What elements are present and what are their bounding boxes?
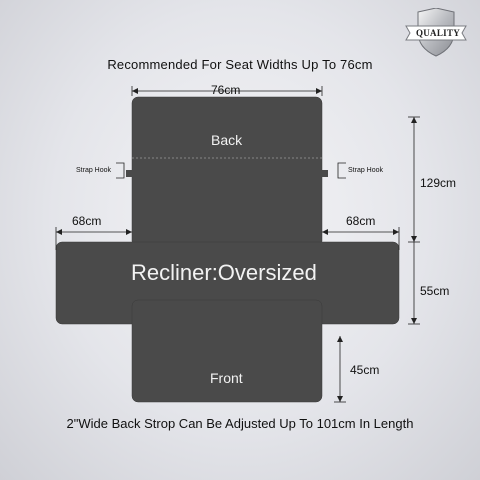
cover-front-panel bbox=[131, 299, 323, 403]
strap-hook-right-tab bbox=[320, 170, 328, 177]
product-size-label: Recliner:Oversized bbox=[131, 260, 317, 285]
front-label: Front bbox=[210, 370, 243, 386]
quality-badge-label: QUALITY bbox=[415, 28, 461, 38]
cover-shape bbox=[55, 96, 400, 403]
strap-length-note: 2"Wide Back Strop Can Be Adjusted Up To … bbox=[66, 416, 414, 431]
strap-hook-right-label: Strap Hook bbox=[348, 167, 384, 174]
dimension-front-height: 45cm bbox=[350, 363, 380, 377]
dimension-lines bbox=[55, 86, 420, 403]
quality-badge-shield-icon bbox=[405, 8, 467, 57]
dimension-back-height: 129cm bbox=[420, 176, 457, 190]
dimension-right-arm: 68cm bbox=[346, 214, 376, 228]
dimension-seat-height: 55cm bbox=[420, 284, 450, 298]
dimension-left-arm: 68cm bbox=[72, 214, 102, 228]
dimension-arrowheads bbox=[56, 88, 417, 402]
seat-width-heading: Recommended For Seat Widths Up To 76cm bbox=[107, 57, 373, 72]
cover-back-panel bbox=[131, 96, 323, 248]
strap-hook-left-leader bbox=[116, 162, 125, 179]
strap-hook-left-tab bbox=[126, 170, 134, 177]
strap-hook-right-leader bbox=[337, 162, 346, 179]
back-label: Back bbox=[211, 132, 243, 148]
strap-hook-left-label: Strap Hook bbox=[76, 167, 112, 174]
dimension-top-width: 76cm bbox=[211, 83, 241, 97]
